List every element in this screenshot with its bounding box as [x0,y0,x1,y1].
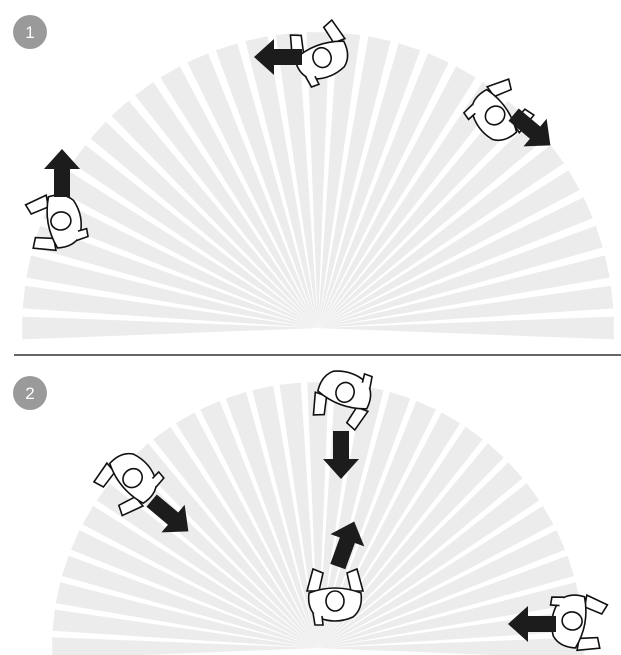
step-number-2: 2 [25,384,34,403]
step-number-1: 1 [25,23,34,42]
panel-2: 2 [13,360,608,655]
panel-1: 1 [13,15,614,339]
step-badge-1: 1 [13,15,47,49]
step-badge-2: 2 [13,376,47,410]
